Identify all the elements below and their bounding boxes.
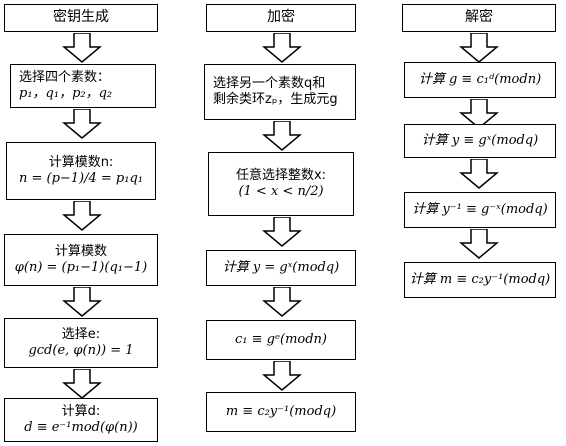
decrypt-step-3: 计算 y⁻¹ ≡ g⁻ˣ(modq)	[404, 192, 556, 228]
decrypt-title-box: 解密	[402, 4, 556, 32]
encrypt-step-5: m ≡ c₂y⁻¹(modq)	[206, 392, 356, 432]
decrypt-step-1: 计算 g ≡ c₁ᵈ(modn)	[404, 62, 556, 98]
encrypt-step-2: 任意选择整数x: (1 < x < n/2)	[208, 152, 354, 216]
decrypt-step-2: 计算 y ≡ gˣ(modq)	[404, 124, 556, 158]
keygen-step-1: 选择四个素数： p₁，q₁，p₂，q₂	[10, 64, 156, 108]
down-arrow	[262, 33, 302, 63]
encrypt-title: 加密	[267, 9, 295, 26]
keygen-step-3: 计算模数 φ(n) = (p₁−1)(q₁−1)	[4, 234, 158, 286]
keygen-step-2: 计算模数n: n = (p−1)/4 = p₁q₁	[6, 142, 156, 200]
down-arrow	[62, 109, 102, 139]
down-arrow	[62, 369, 102, 399]
down-arrow	[459, 229, 499, 259]
down-arrow	[262, 121, 302, 151]
down-arrow	[459, 33, 499, 63]
down-arrow	[262, 287, 302, 317]
encrypt-step-4: c₁ ≡ gᵉ(modn)	[206, 320, 356, 360]
keygen-title-box: 密钥生成	[4, 4, 158, 32]
keygen-step-5: 计算d: d ≡ e⁻¹mod(φ(n))	[4, 398, 158, 442]
encrypt-title-box: 加密	[206, 4, 356, 32]
down-arrow	[62, 201, 102, 231]
down-arrow	[262, 361, 302, 391]
down-arrow	[459, 159, 499, 189]
down-arrow	[262, 217, 302, 247]
down-arrow	[62, 287, 102, 317]
encrypt-step-3: 计算 y = gˣ(modq)	[206, 250, 356, 286]
down-arrow	[459, 99, 499, 129]
decrypt-step-4: 计算 m ≡ c₂y⁻¹(modq)	[404, 262, 556, 298]
decrypt-title: 解密	[465, 9, 493, 26]
keygen-step-4: 选择e: gcd(e, φ(n)) = 1	[4, 318, 158, 368]
encrypt-step-1: 选择另一个素数q和 剩余类环zₚ，生成元g	[204, 64, 356, 120]
down-arrow	[62, 33, 102, 63]
keygen-title: 密钥生成	[53, 9, 109, 26]
